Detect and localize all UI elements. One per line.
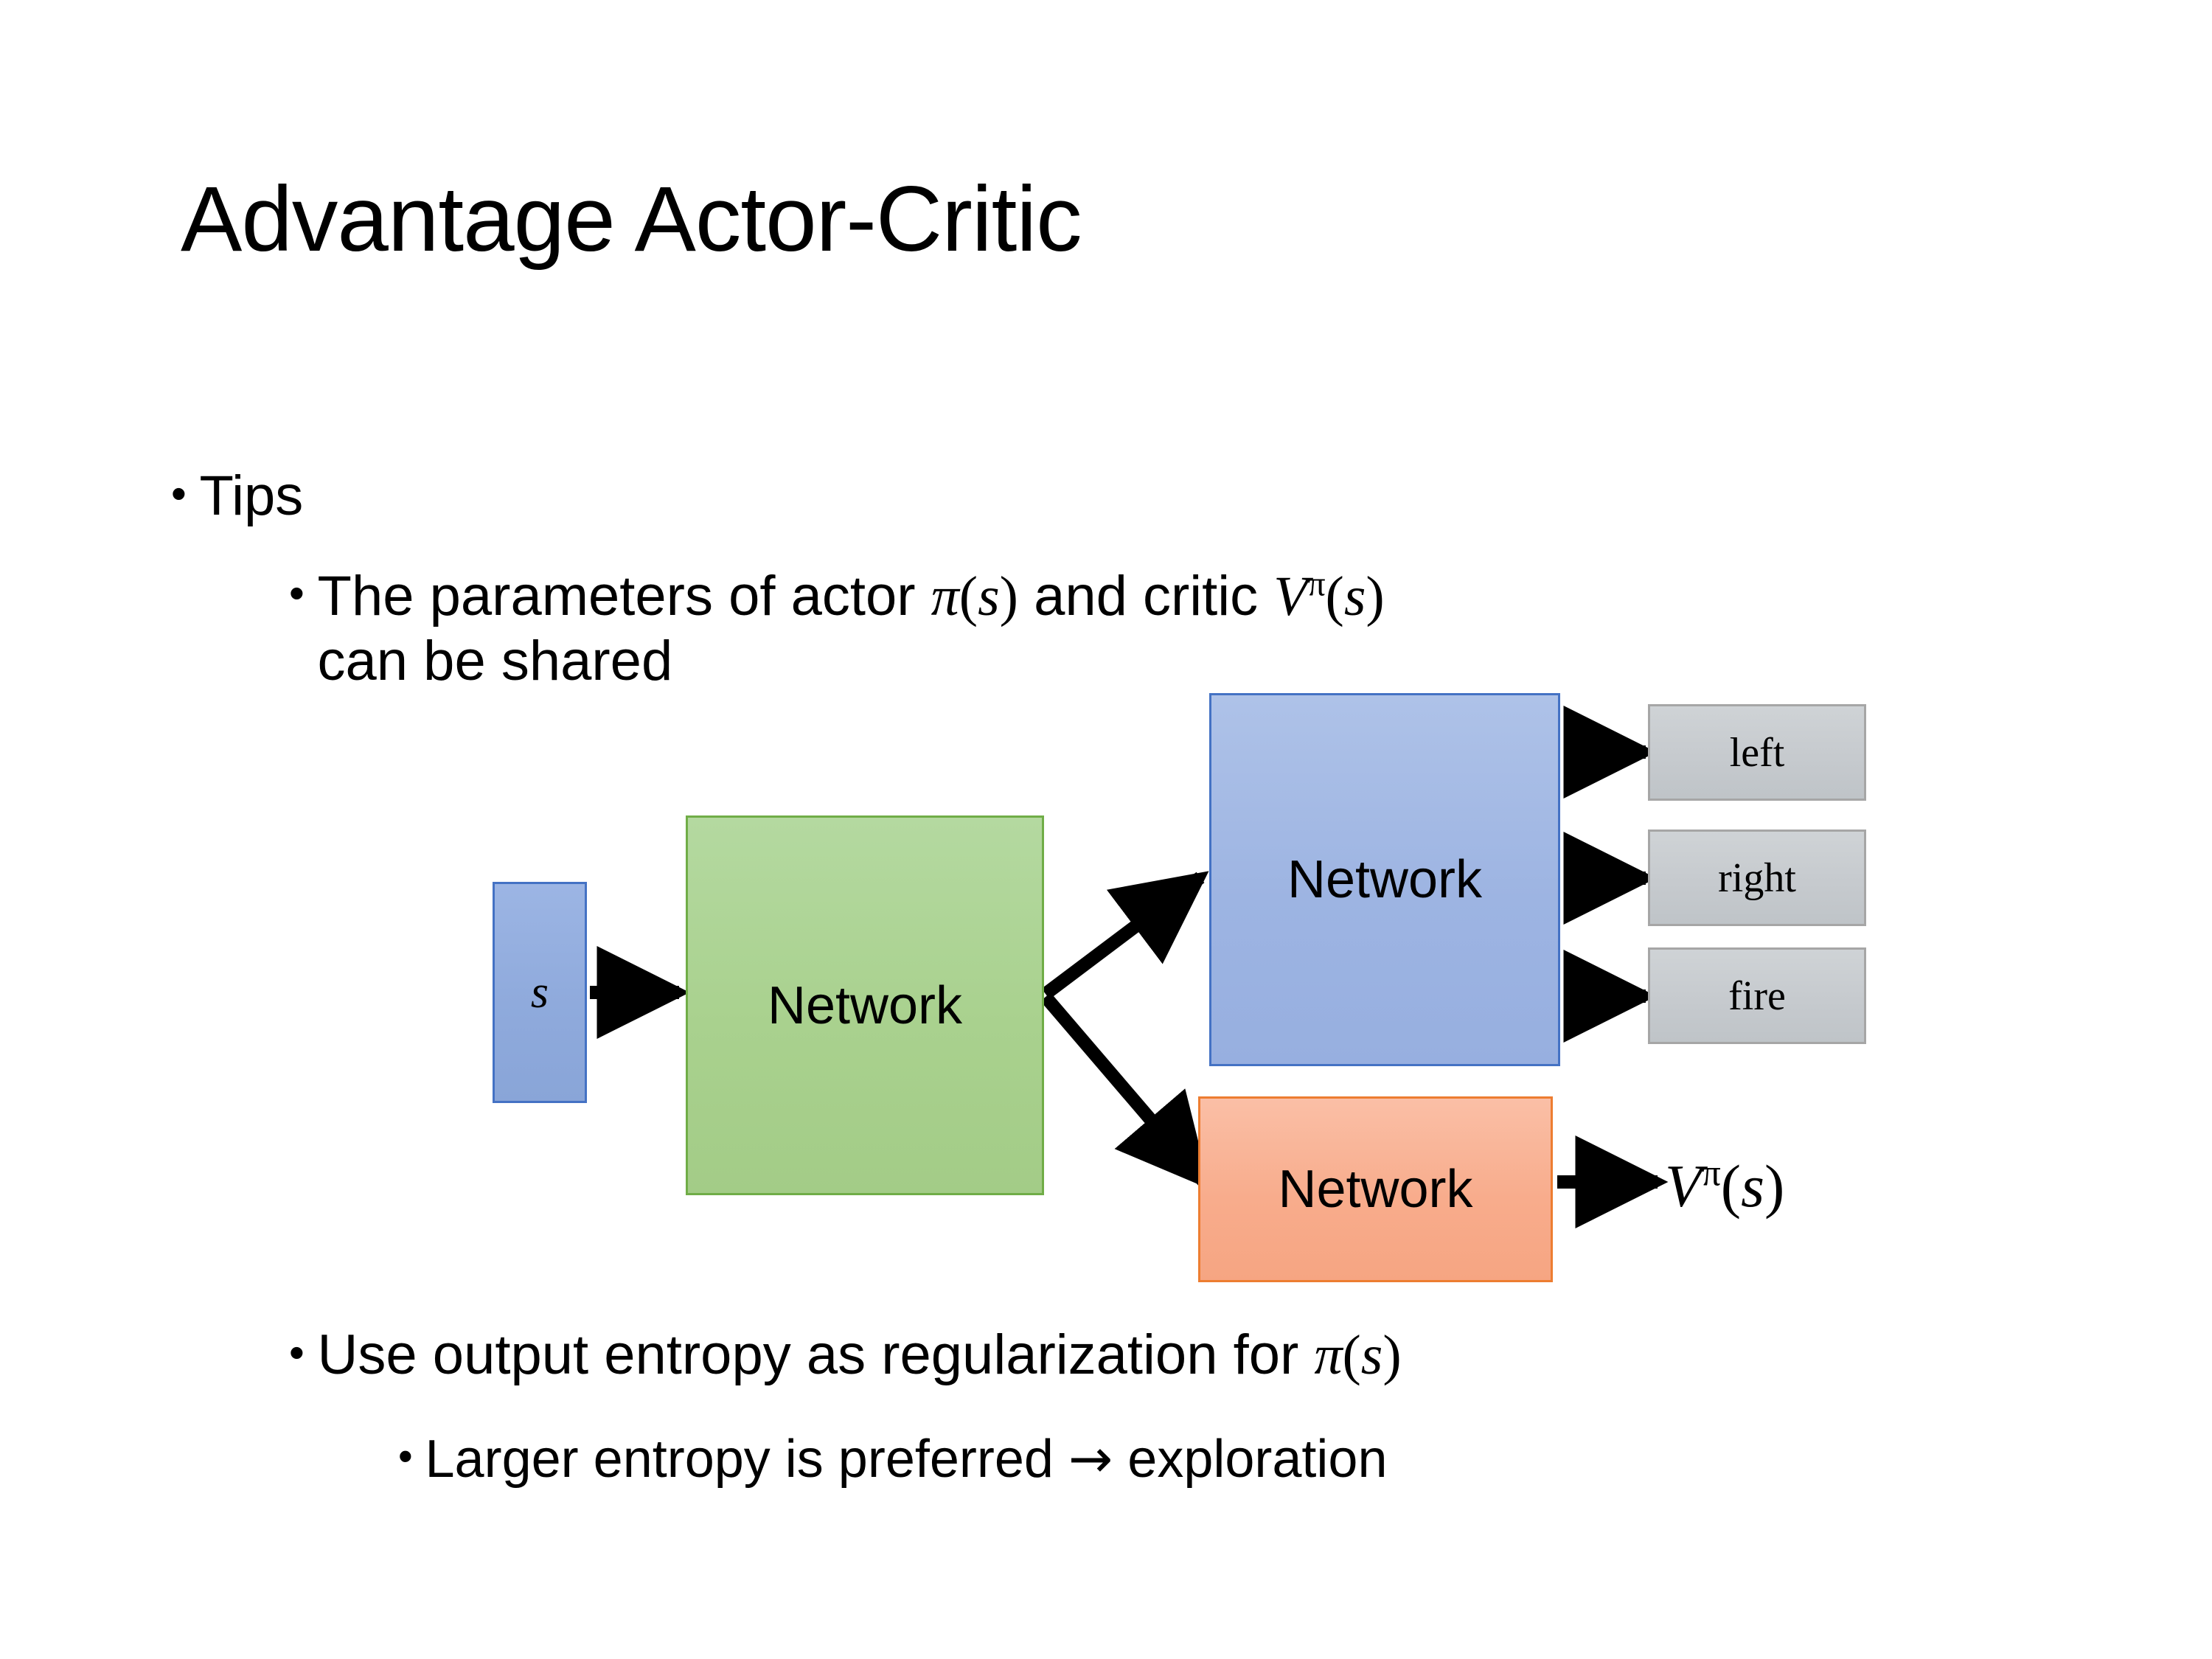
math-paren-close: ) bbox=[1366, 566, 1385, 627]
bullet-shared-parameters: • The parameters of actor π(s) and criti… bbox=[289, 564, 1484, 694]
node-shared-network-label: Network bbox=[767, 975, 963, 1035]
math-s-symbol: s bbox=[978, 566, 1000, 627]
math-paren-open: ( bbox=[959, 566, 978, 627]
node-shared-network[interactable]: Network bbox=[686, 815, 1044, 1195]
output-box-right[interactable]: right bbox=[1648, 830, 1866, 926]
bullet-shared-label: The parameters of actor π(s) and critic … bbox=[318, 564, 1385, 694]
math-v-symbol: V bbox=[1665, 1152, 1703, 1220]
output-box-right-label: right bbox=[1718, 855, 1796, 901]
bullet-marker-icon: • bbox=[289, 568, 305, 618]
text-run-parameters-of-actor: The parameters of actor bbox=[317, 565, 931, 627]
bullet-larger-entropy: • Larger entropy is preferred → explorat… bbox=[398, 1429, 1388, 1489]
math-paren-close: ) bbox=[1764, 1152, 1785, 1220]
bullet-entropy-label: Use output entropy as regularization for… bbox=[318, 1324, 1402, 1387]
math-paren-close: ) bbox=[1382, 1324, 1402, 1386]
output-box-fire-label: fire bbox=[1728, 973, 1786, 1019]
text-run-larger-entropy-preferred: Larger entropy is preferred bbox=[425, 1430, 1068, 1489]
node-critic-network-label: Network bbox=[1278, 1160, 1473, 1219]
math-pi-superscript: π bbox=[1702, 1152, 1721, 1194]
math-s-symbol: s bbox=[1343, 566, 1366, 627]
node-critic-network[interactable]: Network bbox=[1198, 1096, 1553, 1282]
node-state-input[interactable]: s bbox=[493, 882, 587, 1103]
math-paren-open: ( bbox=[1720, 1152, 1742, 1220]
bullet-marker-icon: • bbox=[171, 468, 187, 518]
math-paren-open: ( bbox=[1342, 1324, 1361, 1386]
node-state-label: s bbox=[530, 967, 549, 1018]
text-run-use-output-entropy: Use output entropy as regularization for bbox=[317, 1324, 1315, 1386]
math-v-symbol: V bbox=[1273, 566, 1308, 627]
node-actor-network-label: Network bbox=[1287, 850, 1483, 909]
text-run-exploration: exploration bbox=[1113, 1430, 1388, 1489]
math-pi-superscript: π bbox=[1307, 565, 1326, 604]
value-function-output-label: Vπ(s) bbox=[1665, 1154, 1784, 1217]
bullet-larger-label: Larger entropy is preferred → exploratio… bbox=[425, 1429, 1388, 1489]
text-run-can-be-shared: can be shared bbox=[317, 630, 673, 693]
math-paren-close: ) bbox=[999, 566, 1018, 627]
bullet-tips-label: Tips bbox=[199, 465, 304, 527]
output-box-left-label: left bbox=[1729, 729, 1785, 776]
node-actor-network[interactable]: Network bbox=[1209, 693, 1560, 1066]
math-s-symbol: s bbox=[1360, 1324, 1383, 1386]
arrow-shared-to-actor-network bbox=[1041, 871, 1209, 1000]
page-title: Advantage Actor-Critic bbox=[181, 168, 1082, 271]
math-pi-symbol: π bbox=[1314, 1324, 1343, 1386]
math-s-symbol: s bbox=[1741, 1152, 1764, 1220]
bullet-marker-icon: • bbox=[398, 1432, 413, 1479]
right-arrow-icon: → bbox=[1068, 1427, 1113, 1489]
math-pi-symbol: π bbox=[931, 566, 959, 627]
bullet-entropy-regularization: • Use output entropy as regularization f… bbox=[289, 1324, 1402, 1387]
bullet-tips: • Tips bbox=[171, 465, 303, 527]
text-run-and-critic: and critic bbox=[1018, 565, 1274, 627]
bullet-marker-icon: • bbox=[289, 1327, 305, 1377]
math-paren-open: ( bbox=[1325, 566, 1344, 627]
arrow-shared-to-critic-network bbox=[1040, 992, 1211, 1189]
output-box-left[interactable]: left bbox=[1648, 704, 1866, 801]
output-box-fire[interactable]: fire bbox=[1648, 947, 1866, 1044]
